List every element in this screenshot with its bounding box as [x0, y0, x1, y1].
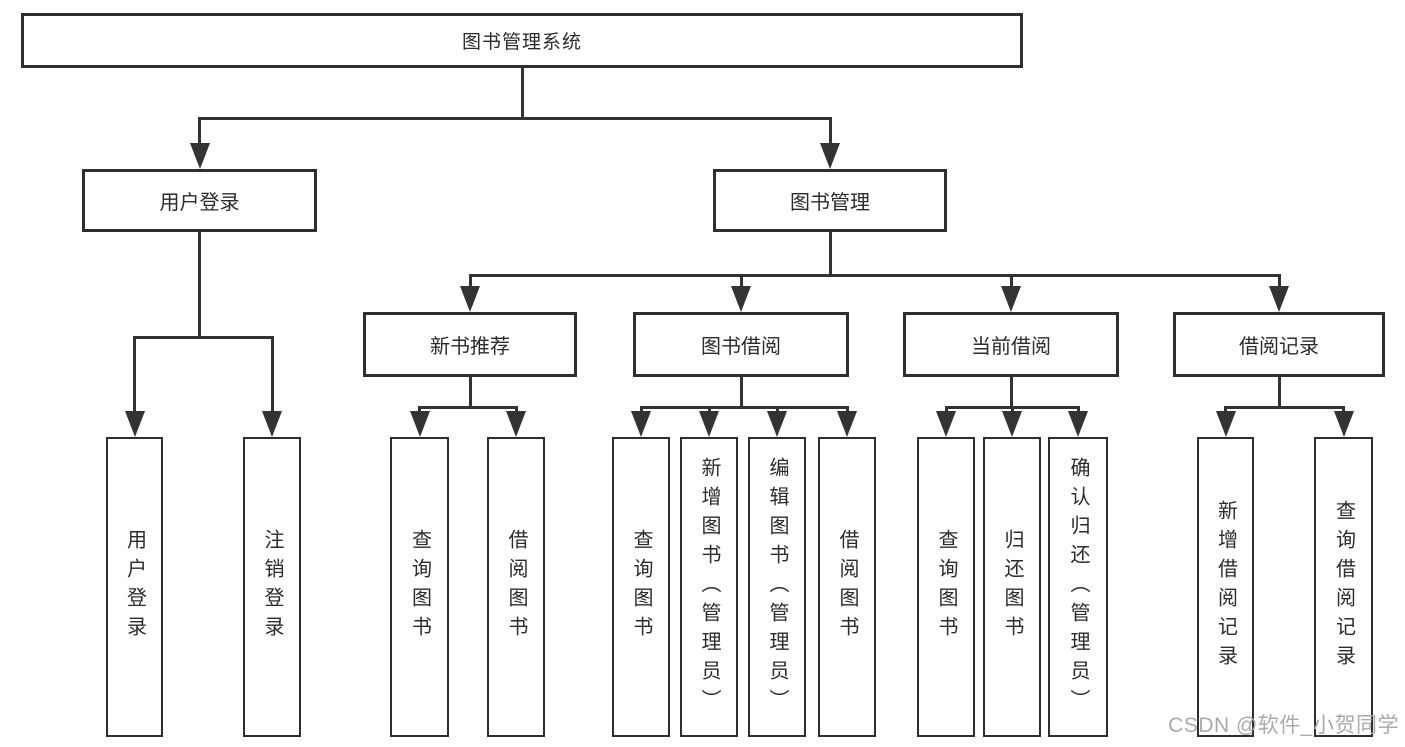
arrowhead-down-icon: [767, 411, 787, 437]
node-label: 图书借阅: [701, 336, 781, 358]
connector-vline: [520, 68, 524, 120]
node-label: 用户登录: [159, 192, 240, 214]
node-confirm-return-admin: 确认归还（管理员）: [1048, 437, 1108, 737]
arrowhead-down-icon: [506, 411, 526, 437]
node-query-books-borrowing: 查询图书: [612, 437, 670, 737]
connector-hline: [198, 117, 830, 120]
arrow-shaft: [270, 336, 274, 416]
arrowhead-down-icon: [1215, 411, 1236, 437]
node-label: 借阅图书: [836, 529, 858, 645]
arrowhead-down-icon: [124, 411, 145, 437]
node-label: 新增借阅记录: [1214, 500, 1237, 674]
node-current-borrowing: 当前借阅: [903, 312, 1119, 377]
arrowhead-down-icon: [936, 411, 956, 437]
node-query-borrow-record: 查询借阅记录: [1314, 437, 1373, 737]
node-label: 用户登录: [123, 529, 146, 645]
node-borrow-books: 借阅图书: [818, 437, 876, 737]
node-label: 查询借阅记录: [1332, 500, 1355, 674]
arrowhead-down-icon: [1002, 411, 1022, 437]
node-borrowing-records: 借阅记录: [1173, 312, 1385, 377]
node-user-login-leaf: 用户登录: [106, 437, 163, 737]
arrowhead-down-icon: [1068, 411, 1088, 437]
node-label: 图书管理: [790, 192, 870, 214]
node-add-books-admin: 新增图书（管理员）: [680, 437, 738, 737]
arrow-shaft: [133, 336, 136, 416]
node-label: 注销登录: [261, 529, 283, 645]
node-new-book-recommendation: 新书推荐: [363, 312, 577, 377]
node-label: 图书管理系统: [461, 32, 582, 53]
csdn-watermark: CSDN @软件_小贺同学: [1168, 714, 1399, 737]
arrowhead-down-icon: [837, 411, 857, 437]
connector-hline: [133, 336, 273, 339]
arrowhead-down-icon: [631, 411, 651, 437]
node-label: 新增图书（管理员）: [698, 456, 720, 718]
arrowhead-down-icon: [189, 143, 210, 169]
connector-vline: [1277, 377, 1281, 409]
node-label: 当前借阅: [971, 336, 1051, 358]
node-label: 查询图书: [408, 529, 431, 645]
node-label: 借阅图书: [505, 529, 527, 645]
arrowhead-down-icon: [409, 411, 430, 437]
arrow-shaft: [1277, 274, 1281, 291]
connector-vline: [198, 232, 201, 339]
arrowhead-down-icon: [1269, 286, 1289, 312]
node-user-login: 用户登录: [82, 169, 317, 232]
arrowhead-down-icon: [460, 286, 480, 312]
node-label: 查询图书: [935, 529, 957, 645]
node-edit-books-admin: 编辑图书（管理员）: [748, 437, 806, 737]
node-borrow-books-recommend: 借阅图书: [487, 437, 545, 737]
node-query-books-current: 查询图书: [917, 437, 975, 737]
node-label: 借阅记录: [1239, 336, 1319, 358]
arrow-shaft: [468, 274, 472, 291]
node-label: 确认归还（管理员）: [1067, 456, 1089, 718]
connector-hline: [1224, 406, 1345, 409]
node-label: 新书推荐: [430, 336, 510, 358]
node-label: 查询图书: [630, 529, 652, 645]
arrowhead-down-icon: [1001, 286, 1021, 312]
connector-vline: [828, 232, 832, 277]
node-return-books: 归还图书: [983, 437, 1041, 737]
arrowhead-down-icon: [262, 411, 282, 437]
connector-vline: [1009, 377, 1013, 409]
node-label: 编辑图书（管理员）: [766, 456, 788, 718]
connector-hline: [468, 274, 1281, 277]
arrow-shaft: [739, 274, 743, 291]
node-add-borrow-record: 新增借阅记录: [1197, 437, 1254, 737]
node-query-books-recommend: 查询图书: [390, 437, 449, 737]
node-logout: 注销登录: [243, 437, 301, 737]
arrowhead-down-icon: [820, 143, 840, 169]
arrow-shaft: [1009, 274, 1013, 291]
arrowhead-down-icon: [1333, 411, 1354, 437]
arrowhead-down-icon: [699, 411, 719, 437]
arrow-shaft: [828, 117, 832, 147]
arrow-shaft: [198, 117, 201, 147]
connector-hline: [418, 406, 518, 409]
connector-vline: [739, 377, 743, 409]
node-label: 归还图书: [1001, 529, 1023, 645]
connector-vline: [468, 377, 472, 409]
arrowhead-down-icon: [731, 286, 751, 312]
connector-hline: [639, 406, 849, 409]
node-book-borrowing: 图书借阅: [633, 312, 849, 377]
node-book-management: 图书管理: [713, 169, 947, 232]
node-book-management-system: 图书管理系统: [21, 13, 1023, 68]
